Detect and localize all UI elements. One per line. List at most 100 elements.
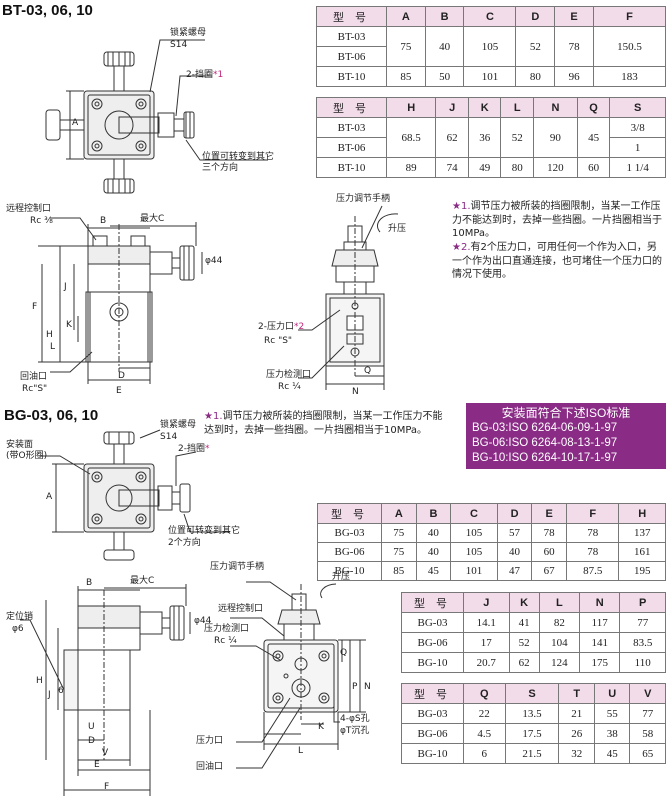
table-header: D bbox=[496, 503, 533, 524]
table-cell: 68.5 bbox=[385, 117, 437, 158]
bt-shim-label: 2-挡圈*1 bbox=[186, 70, 223, 81]
bg-dim-phi44: φ44 bbox=[194, 616, 212, 626]
bg-dim-u: U bbox=[88, 722, 95, 732]
table-header: 型 号 bbox=[401, 592, 464, 613]
bt-rcs2-label: Rc "S" bbox=[264, 336, 293, 346]
table-header: L bbox=[538, 592, 581, 613]
table-cell: 150.5 bbox=[592, 26, 667, 67]
bg-dim-h: H bbox=[36, 676, 43, 686]
bg-dim-n: N bbox=[364, 682, 371, 692]
iso-standard-line: BG-10:ISO 6264-10-17-1-97 bbox=[472, 452, 618, 464]
bg-lock-nut-label: 锁紧螺母 bbox=[160, 420, 197, 430]
model-cell: BT-06 bbox=[316, 137, 387, 158]
table-cell: 120 bbox=[533, 157, 578, 178]
note-text: 有2个压力口，可用任何一个作为入口，另一个作为出口直通连接，也可堵住一个压力口的… bbox=[452, 242, 662, 280]
model-cell: BG-03 bbox=[317, 523, 382, 543]
bt-section-title: BT-03, 06, 10 bbox=[2, 2, 93, 19]
table-cell: 6 bbox=[463, 743, 506, 764]
bg-adj-handle-label: 压力调节手柄 bbox=[210, 562, 265, 572]
table-cell: 105 bbox=[463, 26, 517, 67]
bt-dim-e: E bbox=[116, 386, 122, 396]
bg-dim-j: J bbox=[48, 690, 51, 700]
bt-return-port-label: 回油口 bbox=[20, 372, 48, 382]
shim-text: 2-挡圈 bbox=[178, 444, 205, 454]
table-cell: 183 bbox=[592, 66, 667, 87]
table-row: BG-03 14.1 41 82 117 77 bbox=[401, 612, 666, 633]
table-cell: 161 bbox=[618, 542, 666, 562]
bg-dim-f: F bbox=[104, 782, 110, 792]
table-header: C bbox=[463, 6, 517, 27]
iso-standard-line: BG-03:ISO 6264-06-09-1-97 bbox=[472, 422, 618, 434]
bg-dim-e: E bbox=[94, 760, 100, 770]
bt-dim-a: A bbox=[72, 118, 79, 128]
bg-pressure-port-label: 压力口 bbox=[196, 736, 224, 746]
table-header: 型 号 bbox=[401, 683, 464, 704]
bg-return-port-label: 回油口 bbox=[196, 762, 224, 772]
note-star: ★2. bbox=[452, 242, 471, 253]
bt-dimension-table-1: 型 号 A B C D E F BT-03 75 40 105 52 78 15… bbox=[316, 6, 667, 87]
table-row: BG-10 85 45 101 47 67 87.5 195 bbox=[317, 561, 666, 581]
table-cell: 101 bbox=[450, 561, 498, 581]
pressure-port-text: 2-压力口 bbox=[258, 322, 294, 332]
table-cell: 65 bbox=[629, 743, 666, 764]
model-cell: BT-03 bbox=[316, 26, 387, 47]
bt-position-label: 位置可转变到其它 bbox=[202, 152, 275, 162]
bg-s14-label: S14 bbox=[160, 432, 178, 442]
bt-gauge-port-label: 压力检测口 bbox=[266, 370, 312, 380]
bg-dim-a: A bbox=[46, 492, 53, 502]
bt-dim-k: K bbox=[66, 320, 72, 330]
model-cell: BG-10 bbox=[401, 743, 464, 764]
bt-lock-nut-label: 锁紧螺母 bbox=[170, 28, 207, 38]
shim-mark: *1 bbox=[212, 70, 224, 80]
bg-phi6-label: φ6 bbox=[12, 624, 24, 634]
bg-note-1: ★1.调节压力被所装的挡圈限制，当某一工作压力不能达到时，去掉一些挡圈。一片挡圈… bbox=[204, 410, 452, 437]
bt-dim-h: H bbox=[46, 330, 53, 340]
bg-side-view bbox=[20, 584, 191, 796]
table-cell: 195 bbox=[618, 561, 666, 581]
model-cell: BT-10 bbox=[316, 66, 387, 87]
table-row: BT-10 89 74 49 80 120 60 1 1/4 bbox=[316, 157, 666, 178]
model-cell: BG-10 bbox=[317, 561, 382, 581]
bt-dimension-table-2: 型 号 H J K L N Q S BT-03 68.5 62 36 52 90… bbox=[316, 97, 666, 178]
bg-dim-b: B bbox=[86, 578, 93, 588]
bg-dimension-table-2: 型 号 J K L N P BG-03 14.1 41 82 117 77 BG… bbox=[401, 592, 666, 673]
table-row: BT-10 85 50 101 80 96 183 bbox=[316, 66, 667, 87]
bt-front-view bbox=[298, 205, 399, 390]
table-header: V bbox=[629, 683, 666, 704]
bg-six-label: 6 bbox=[58, 686, 64, 696]
table-cell: 89 bbox=[385, 157, 437, 178]
table-cell: 49 bbox=[467, 157, 502, 178]
bg-section-title: BG-03, 06, 10 bbox=[4, 407, 99, 424]
bt-dim-maxc: 最大C bbox=[140, 214, 165, 224]
table-row: BT-06 1 bbox=[316, 137, 666, 158]
note-text: 调节压力被所装的挡圈限制，当某一工作压力不能达到时，去掉一些挡圈。一片挡圈相当于… bbox=[204, 411, 443, 436]
bt-rc38-label: Rc ⅜ bbox=[30, 216, 53, 226]
bt-dim-n: N bbox=[352, 387, 359, 397]
table-header: C bbox=[450, 503, 498, 524]
table-header: E bbox=[554, 6, 594, 27]
table-cell: 32 bbox=[558, 743, 595, 764]
bg-dim-d: D bbox=[88, 736, 95, 746]
bt-rise-label: 升压 bbox=[388, 224, 407, 234]
bt-pressure-port-label: 2-压力口*2 bbox=[258, 322, 304, 333]
bg-dim-l: L bbox=[298, 746, 304, 756]
table-cell: 175 bbox=[579, 652, 621, 673]
table-cell: 20.7 bbox=[463, 652, 510, 673]
table-header: L bbox=[500, 97, 535, 118]
table-header: J bbox=[435, 97, 469, 118]
model-cell: BG-03 bbox=[401, 612, 464, 633]
table-cell: 74 bbox=[435, 157, 469, 178]
table-row: BG-06 4.5 17.5 26 38 58 bbox=[401, 723, 666, 744]
table-row: BG-10 6 21.5 32 45 65 bbox=[401, 743, 666, 764]
table-cell: 87.5 bbox=[565, 561, 620, 581]
bt-dim-d: D bbox=[118, 371, 125, 381]
bg-remote-port-label: 远程控制口 bbox=[218, 604, 264, 614]
bt-dim-q: Q bbox=[364, 366, 372, 376]
note-text: 调节压力被所装的挡圈限制，当某一工作压力不能达到时，去掉一些挡圈。一片挡圈相当于… bbox=[452, 201, 662, 239]
bg-rise-label: 升压 bbox=[332, 572, 351, 582]
table-cell: 105 bbox=[450, 542, 498, 562]
bt-rc14-label: Rc ¼ bbox=[278, 382, 301, 392]
bt-note-1: ★1.调节压力被所装的挡圈限制，当某一工作压力不能达到时，去掉一些挡圈。一片挡圈… bbox=[452, 200, 666, 241]
table-header: K bbox=[467, 97, 502, 118]
